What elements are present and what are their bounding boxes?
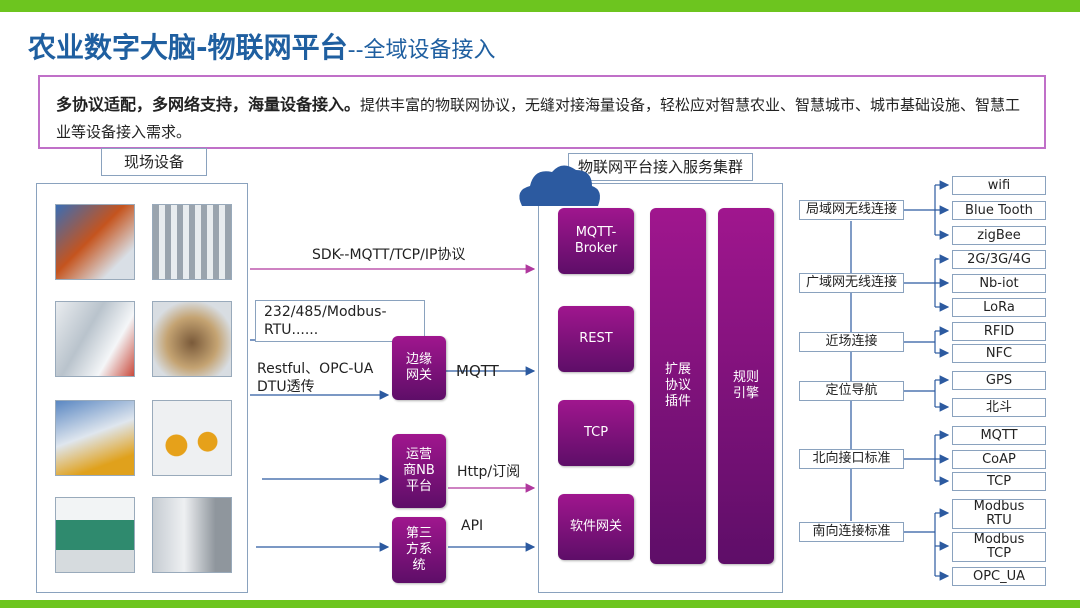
nb-platform-box: 运营商NB平台	[392, 434, 446, 508]
device-image-pipes	[55, 301, 135, 377]
software-gateway-box: 软件网关	[558, 494, 634, 560]
http-label: Http/订阅	[457, 464, 521, 480]
device-image-excavator-wheel	[152, 301, 232, 377]
device-image-cooling-unit	[152, 204, 232, 280]
conn-north-tcp: TCP	[952, 472, 1046, 491]
intro-bold: 多协议适配，多网络支持，海量设备接入。	[56, 95, 361, 114]
conn-wifi: wifi	[952, 176, 1046, 195]
conn-nb-iot: Nb-iot	[952, 274, 1046, 293]
bottom-bar	[0, 600, 1080, 608]
conn-beidou: 北斗	[952, 398, 1046, 417]
page-subtitle: --全域设备接入	[347, 38, 496, 63]
top-bar	[0, 0, 1080, 12]
near-field-label: 近场连接	[799, 332, 904, 352]
page-title: 农业数字大脑-物联网平台--全域设备接入	[28, 31, 496, 64]
conn-lora: LoRa	[952, 298, 1046, 317]
device-image-boiler	[55, 204, 135, 280]
cloud-icon	[519, 165, 600, 206]
modbus-label: 232/485/Modbus-RTU......	[255, 300, 425, 342]
device-image-robot-arms	[152, 400, 232, 476]
intro-box: 多协议适配，多网络支持，海量设备接入。提供丰富的物联网协议，无缝对接海量设备，轻…	[38, 75, 1046, 149]
sdk-protocol-label: SDK--MQTT/TCP/IP协议	[312, 247, 466, 263]
mqtt-broker-box: MQTT-Broker	[558, 208, 634, 274]
device-image-machinery	[55, 400, 135, 476]
rule-engine-box: 规则引擎	[718, 208, 774, 564]
conn-modbus-tcp: Modbus TCP	[952, 532, 1046, 562]
restful-label: Restful、OPC-UA DTU透传	[257, 361, 374, 395]
protocol-plugin-box: 扩展协议插件	[650, 208, 706, 564]
third-party-box: 第三方系统	[392, 517, 446, 583]
conn-zigbee: zigBee	[952, 226, 1046, 245]
tcp-box: TCP	[558, 400, 634, 466]
edge-gateway-box: 边缘网关	[392, 336, 446, 400]
conn-north-mqtt: MQTT	[952, 426, 1046, 445]
wan-wireless-label: 广域网无线连接	[799, 273, 904, 293]
conn-north-coap: CoAP	[952, 450, 1046, 469]
field-devices-label: 现场设备	[101, 148, 207, 176]
northbound-label: 北向接口标准	[799, 449, 904, 469]
api-label: API	[461, 518, 484, 534]
conn-bluetooth: Blue Tooth	[952, 201, 1046, 220]
rest-box: REST	[558, 306, 634, 372]
device-image-cnc-machine	[152, 497, 232, 573]
southbound-label: 南向连接标准	[799, 522, 904, 542]
intro-text: 提供丰富的物联网协议，无缝对接海量设备，轻松应对智慧农业、智慧城市、城市基础设施…	[56, 96, 1021, 141]
lan-wireless-label: 局域网无线连接	[799, 200, 904, 220]
device-image-injection-machine	[55, 497, 135, 573]
navigation-label: 定位导航	[799, 381, 904, 401]
conn-rfid: RFID	[952, 322, 1046, 341]
conn-opc-ua: OPC_UA	[952, 567, 1046, 586]
platform-label: 物联网平台接入服务集群	[568, 153, 753, 181]
conn-2g3g4g: 2G/3G/4G	[952, 250, 1046, 269]
conn-gps: GPS	[952, 371, 1046, 390]
mqtt-label: MQTT	[456, 362, 499, 380]
conn-nfc: NFC	[952, 344, 1046, 363]
conn-modbus-rtu: Modbus RTU	[952, 499, 1046, 529]
